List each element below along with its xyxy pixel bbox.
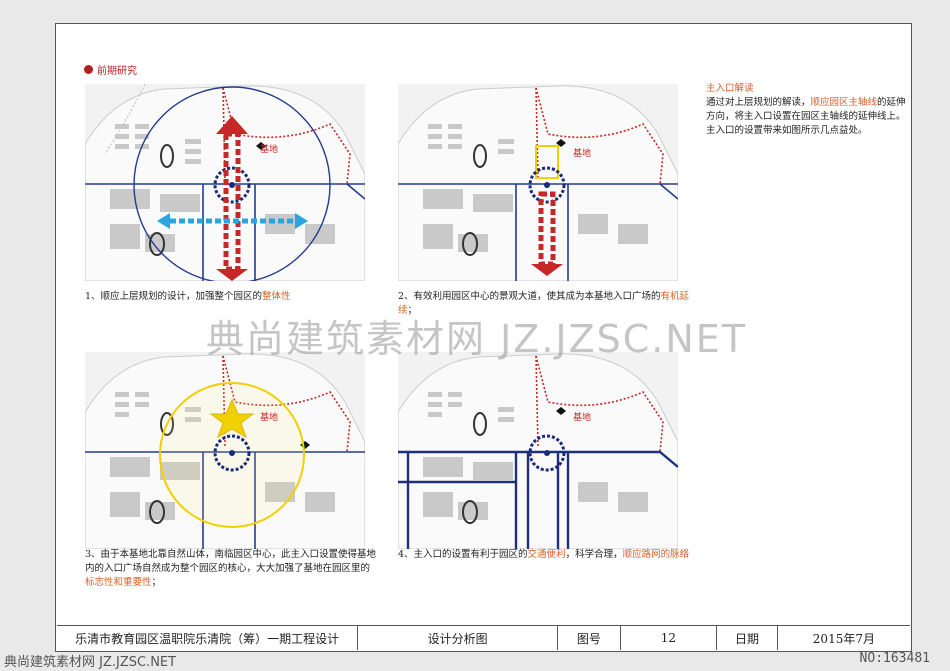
caption-4-mid: ，科学合理， [565,549,623,560]
caption-2-tail: ； [407,305,418,316]
main-entrance-note: 主入口解读 通过对上层规划的解读，顺应园区主轴线的延伸方向，将主入口设置在园区主… [706,82,906,138]
caption-4: 4、主入口的设置有利于园区的交通便利，科学合理，顺应路网的脉络 [398,548,690,562]
caption-1-text: 1、顺应上层规划的设计，加强整个园区的 [85,291,263,302]
panel-3-label: 基地 [260,411,278,423]
note-title: 主入口解读 [706,83,754,94]
caption-2-highlight: 有机延续 [398,291,690,316]
caption-4-highlight-2: 顺应路网的脉络 [622,549,690,560]
drawing-name: 设计分析图 [358,626,559,650]
panel-2-label: 基地 [573,147,591,159]
project-name: 乐清市教育园区温职院乐清院（筹）一期工程设计 [57,626,359,650]
figure-number: 12 [621,626,718,650]
caption-4-text: 4、主入口的设置有利于园区的 [398,549,528,560]
section-title-text: 前期研究 [97,66,137,77]
panel-1-label: 基地 [260,143,278,155]
caption-3-tail: ； [151,577,162,588]
caption-3-text: 3、由于本基地北靠自然山体，南临园区中心，此主入口设置使得基地内的入口广场自然成… [85,549,377,574]
figure-number-label: 图号 [558,626,621,650]
caption-2: 2、有效利用园区中心的景观大道，使其成为本基地入口广场的有机延续； [398,290,690,318]
caption-3: 3、由于本基地北靠自然山体，南临园区中心，此主入口设置使得基地内的入口广场自然成… [85,548,377,590]
plan-panel-2: 基地 [398,84,678,281]
title-block: 乐清市教育园区温职院乐清院（筹）一期工程设计 设计分析图 图号 12 日期 20… [57,625,910,650]
caption-1: 1、顺应上层规划的设计，加强整个园区的整体性 [85,290,375,304]
plan-panel-1: 基地 [85,84,365,281]
note-highlight: 顺应园区主轴线 [810,97,878,108]
date-label: 日期 [717,626,778,650]
bullet-dot-icon [84,65,93,74]
date-value: 2015年7月 [812,631,875,646]
plan-panel-3: 基地 [85,352,365,549]
caption-1-highlight: 整体性 [262,291,291,302]
note-text-tail: 的延伸方向，将主入口设置在园区主轴线的延伸线上。主入口的设置带来如图所示几点益处… [706,97,906,136]
panel-4-label: 基地 [573,411,591,423]
caption-3-highlight: 标志性和重要性 [85,577,152,588]
watermark: 典尚建筑素材网 JZ.JZSC.NET [206,317,748,361]
note-body: 通过对上层规划的解读，顺应园区主轴线的延伸方向，将主入口设置在园区主轴线的延伸线… [706,96,906,138]
footer-site-name: 典尚建筑素材网 JZ.JZSC.NET [4,655,177,670]
footer-item-number: NO:163481 [859,651,930,666]
section-title: 前期研究 [84,62,137,77]
note-text: 通过对上层规划的解读， [706,97,811,108]
plan-panel-4: 基地 [398,352,678,549]
caption-2-text: 2、有效利用园区中心的景观大道，使其成为本基地入口广场的 [398,291,661,302]
caption-4-highlight-1: 交通便利 [527,549,566,560]
